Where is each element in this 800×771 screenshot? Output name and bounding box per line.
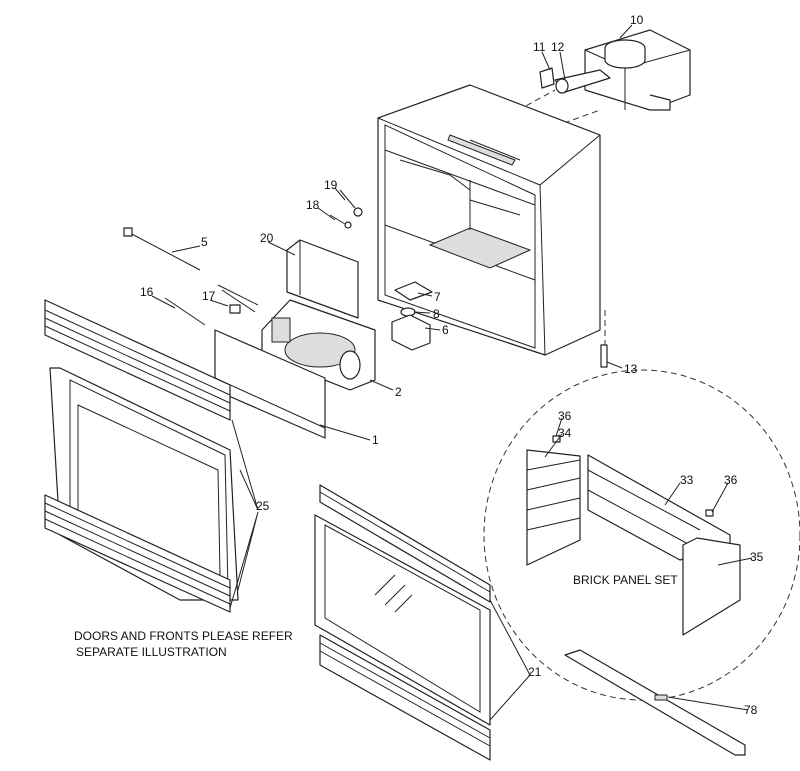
brick-panel-set-label: BRICK PANEL SET [573, 573, 678, 587]
label-part-19: 19 [324, 178, 338, 192]
part-25-front-assembly [44, 299, 239, 613]
part-34-side-brick-panel [526, 449, 581, 566]
part-6-box [391, 314, 431, 351]
part-21-door-assembly [314, 484, 491, 761]
doors-note-line2: SEPARATE ILLUSTRATION [76, 645, 227, 659]
label-part-12: 12 [551, 40, 565, 54]
leader-lines [151, 24, 753, 721]
label-part-2: 2 [395, 385, 402, 399]
label-part-18: 18 [306, 198, 320, 212]
part-78-trim [564, 649, 746, 756]
label-part-35: 35 [750, 550, 764, 564]
label-part-33: 33 [680, 473, 694, 487]
part-19-switch [339, 189, 363, 217]
part-10-vent-assembly [584, 29, 691, 111]
label-part-10: 10 [630, 13, 644, 27]
part-18-sensor [329, 214, 352, 229]
label-part-17: 17 [202, 289, 216, 303]
part-16-wire [164, 297, 206, 326]
part-12-pipe [554, 69, 611, 94]
part-11-bracket [539, 67, 555, 89]
label-part-1: 1 [372, 433, 379, 447]
label-part-11: 11 [533, 40, 546, 54]
label-part-20: 20 [260, 231, 274, 245]
part-20-shield [286, 239, 359, 319]
label-part-34: 34 [558, 426, 572, 440]
part-8-thermodisc [400, 307, 416, 317]
label-part-16: 16 [140, 285, 154, 299]
part-labels: 10 11 12 5 19 18 20 16 17 7 8 6 13 2 1 2… [140, 13, 764, 717]
label-part-7: 7 [434, 290, 441, 304]
label-part-5: 5 [201, 235, 208, 249]
doors-note-line1: DOORS AND FRONTS PLEASE REFER [74, 629, 293, 643]
label-part-21: 21 [528, 665, 542, 679]
part-35-side-panel [682, 537, 741, 636]
part-1-panel [214, 329, 326, 439]
part-17-wire-harness [217, 284, 259, 314]
label-part-25: 25 [256, 499, 270, 513]
label-part-13: 13 [624, 362, 638, 376]
label-part-36: 36 [724, 473, 738, 487]
label-part-78: 78 [744, 703, 758, 717]
label-part-6: 6 [442, 323, 449, 337]
label-part-36: 36 [558, 409, 572, 423]
part-13-bolt [600, 344, 608, 368]
label-part-8: 8 [433, 307, 440, 321]
firebox [377, 84, 601, 356]
part-7-bracket [394, 281, 433, 301]
part-5-power-cord [123, 227, 201, 271]
part-2-blower [261, 299, 376, 391]
